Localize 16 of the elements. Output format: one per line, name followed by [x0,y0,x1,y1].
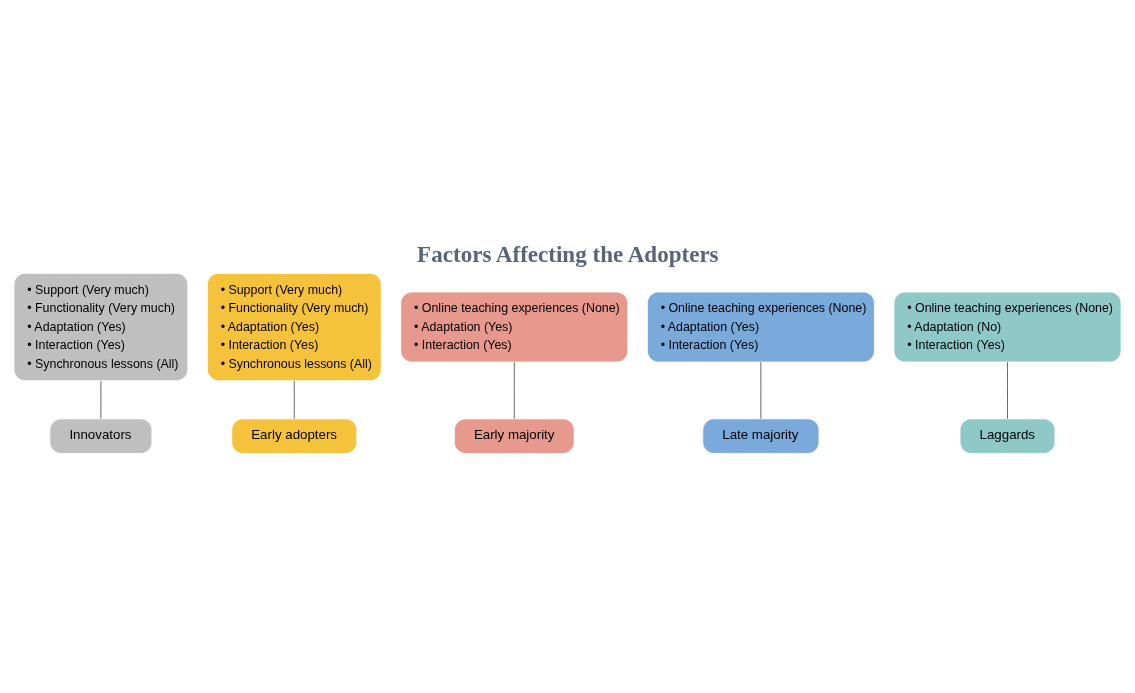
connector [513,361,515,419]
connector [293,380,295,419]
node-box: Early majority [453,417,575,454]
node-box: • Online teaching experiences (None) • Adaptation (No) • Interaction (Yes) [893,291,1122,363]
diagram-title: Factors Affecting the Adopters [417,240,719,267]
connector [100,380,102,419]
node-box: Late majority [702,417,820,454]
node-box: • Support (Very much) • Functionality (Very much) • Adaptation (Yes) • Interaction (Yes) • Synchronous lessons (All) [13,272,189,381]
node-box: Early adopters [231,417,358,454]
connector [1007,361,1008,419]
connector [760,361,762,419]
node-box: • Online teaching experiences (None) • Adaptation (Yes) • Interaction (Yes) [646,291,875,363]
node-box: Laggards [959,417,1056,454]
node-box: • Online teaching experiences (None) • Adaptation (Yes) • Interaction (Yes) [400,291,629,363]
node-box: Innovators [49,417,153,454]
node-box: • Support (Very much) • Functionality (Very much) • Adaptation (Yes) • Interaction (Yes) • Synchronous lessons (All) [206,272,382,381]
